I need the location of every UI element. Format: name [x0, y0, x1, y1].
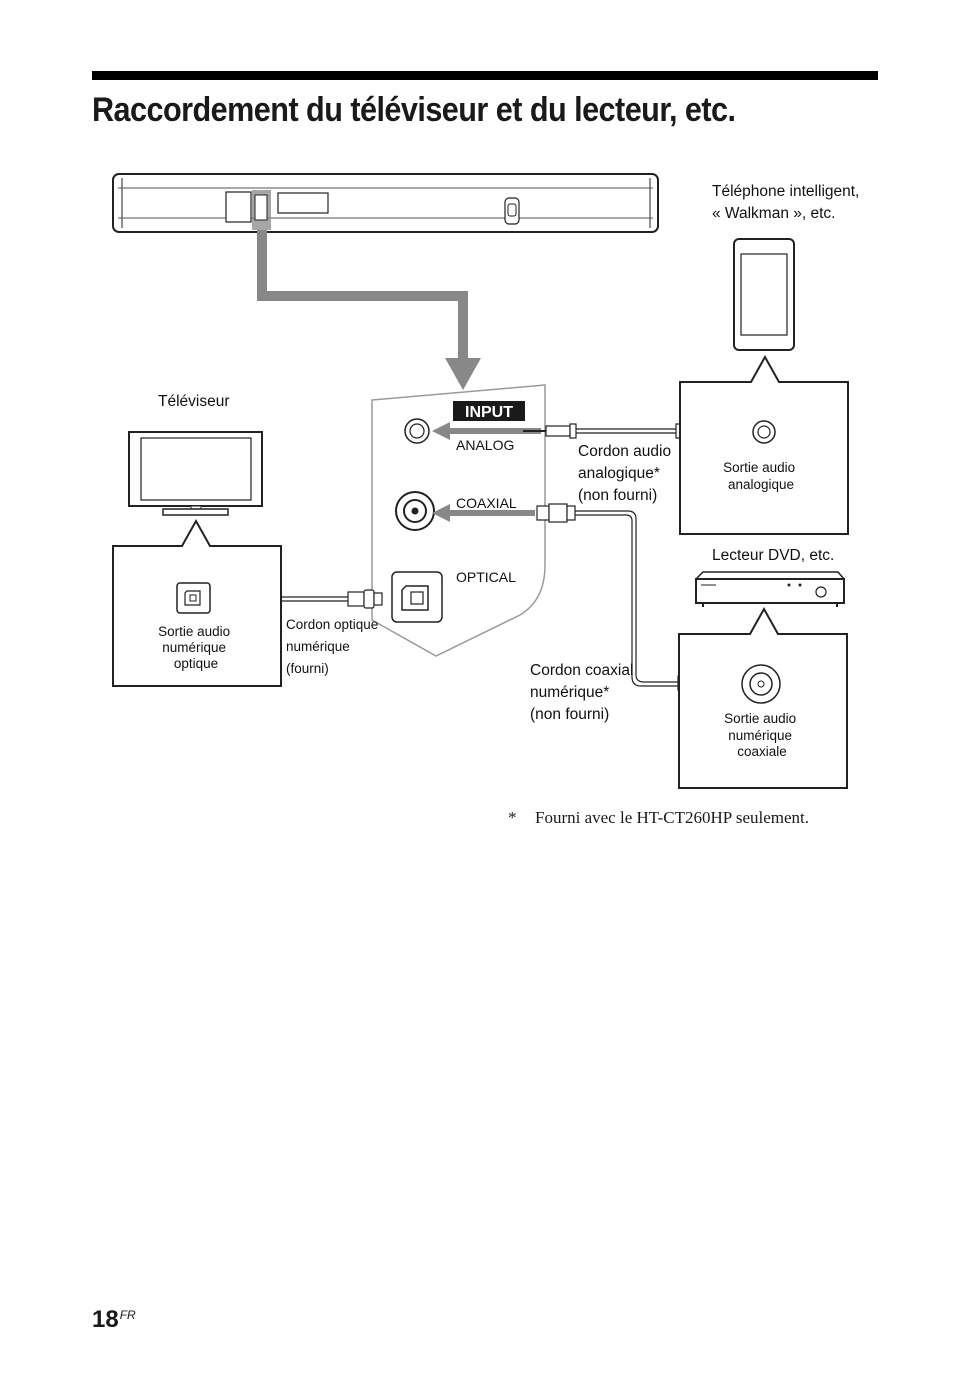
phone-icon — [733, 238, 795, 351]
optical-cable-label: Cordon optique numérique (fourni) — [286, 617, 382, 676]
analog-output-label: Sortie audio analogique — [723, 460, 799, 492]
footnote-marker: * — [508, 808, 517, 827]
footnote: * Fourni avec le HT-CT260HP seulement. — [508, 808, 809, 828]
connection-arrow — [445, 358, 481, 390]
analog-label: ANALOG — [456, 437, 514, 453]
title-rule — [92, 71, 878, 80]
input-panel: INPUT ANALOG COAXIAL OPTICAL — [371, 384, 546, 657]
input-label: INPUT — [465, 404, 513, 421]
tv-icon — [128, 431, 263, 516]
analog-cable-label: Cordon audio analogique* (non fourni) — [578, 443, 675, 504]
page-number-value: 18 — [92, 1306, 119, 1333]
connection-path — [257, 230, 468, 362]
page-number: 18FR — [92, 1306, 136, 1334]
soundbar — [112, 173, 659, 233]
page-language-suffix: FR — [119, 1308, 136, 1322]
optical-output-label: Sortie audio numérique optique — [158, 624, 234, 671]
footnote-text: Fourni avec le HT-CT260HP seulement. — [535, 808, 810, 827]
coaxial-cable-label: Cordon coaxial numérique* (non fourni) — [530, 662, 638, 723]
coaxial-label: COAXIAL — [456, 495, 517, 511]
tv-label: Téléviseur — [158, 393, 230, 410]
coaxial-output-label: Sortie audio numérique coaxiale — [724, 711, 800, 759]
phone-callout-box — [679, 354, 849, 535]
dvd-label: Lecteur DVD, etc. — [712, 547, 834, 564]
optical-label: OPTICAL — [456, 569, 516, 585]
phone-label: Téléphone intelligent, « Walkman », etc. — [712, 183, 864, 222]
dvd-icon — [695, 571, 845, 607]
page-title: Raccordement du téléviseur et du lecteur… — [92, 91, 736, 129]
